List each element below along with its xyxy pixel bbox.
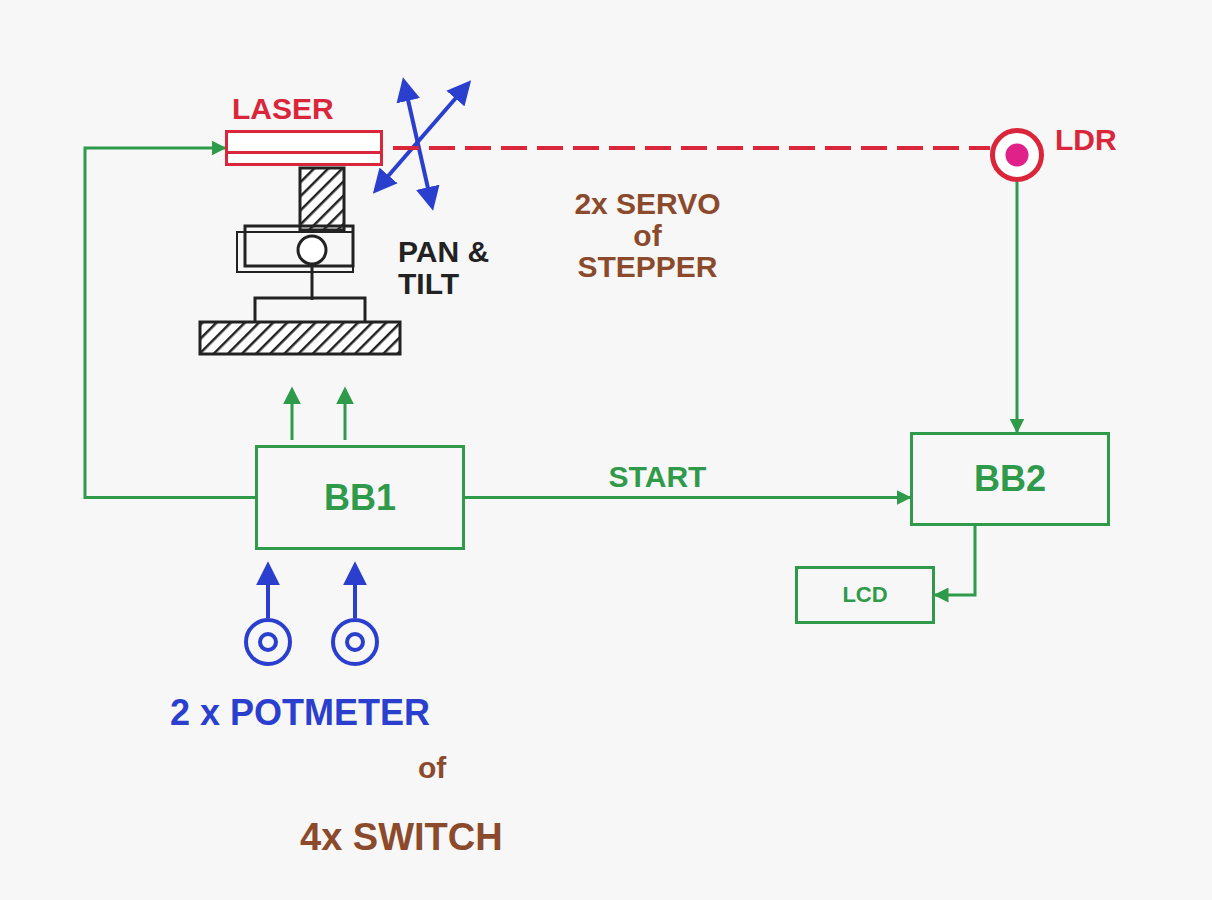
potmeter-arrow [353, 566, 357, 618]
motion-arrow [376, 84, 468, 190]
signal-wire [465, 496, 910, 499]
servo-hub [298, 236, 326, 264]
signal-wire [85, 148, 255, 498]
annotation: 2 x POTMETER [170, 694, 430, 732]
potmeter-knob [260, 634, 276, 650]
node-label: LDR [1055, 123, 1117, 156]
annotation: 4x SWITCH [300, 818, 503, 858]
motion-arrow [404, 82, 432, 206]
control-arrow [291, 390, 294, 440]
mast [300, 168, 344, 230]
laser-beam [393, 146, 990, 150]
potmeter-body [333, 620, 377, 664]
node-label: LASER [232, 92, 334, 125]
signal-name: START [605, 460, 711, 494]
node-label: BB1 [324, 478, 396, 518]
signal-wire [1016, 182, 1019, 432]
node-label: BB2 [974, 459, 1046, 499]
potmeter [333, 566, 377, 664]
potmeter-body [246, 620, 290, 664]
annotation: 2x SERVO of STEPPER [560, 188, 735, 283]
potmeter-knob [347, 634, 363, 650]
lcd-display: LCD [795, 566, 935, 624]
potmeter [246, 566, 290, 664]
annotation: PAN & TILT [398, 236, 528, 299]
potmeter-arrow [266, 566, 270, 618]
ldr-sensor: LDR [990, 128, 1044, 182]
servo-shaft [311, 264, 314, 300]
signal-wire [935, 526, 975, 595]
control-arrow [344, 390, 347, 440]
annotation: of [418, 752, 446, 784]
laser-module: LASER [225, 130, 383, 166]
pan-tilt-mechanism [200, 168, 400, 354]
base [200, 322, 400, 354]
node-label: LCD [842, 583, 887, 607]
tilt-servo-bracket [237, 232, 353, 272]
controller-box: BB1 [255, 445, 465, 550]
controller-box: BB2 [910, 432, 1110, 526]
